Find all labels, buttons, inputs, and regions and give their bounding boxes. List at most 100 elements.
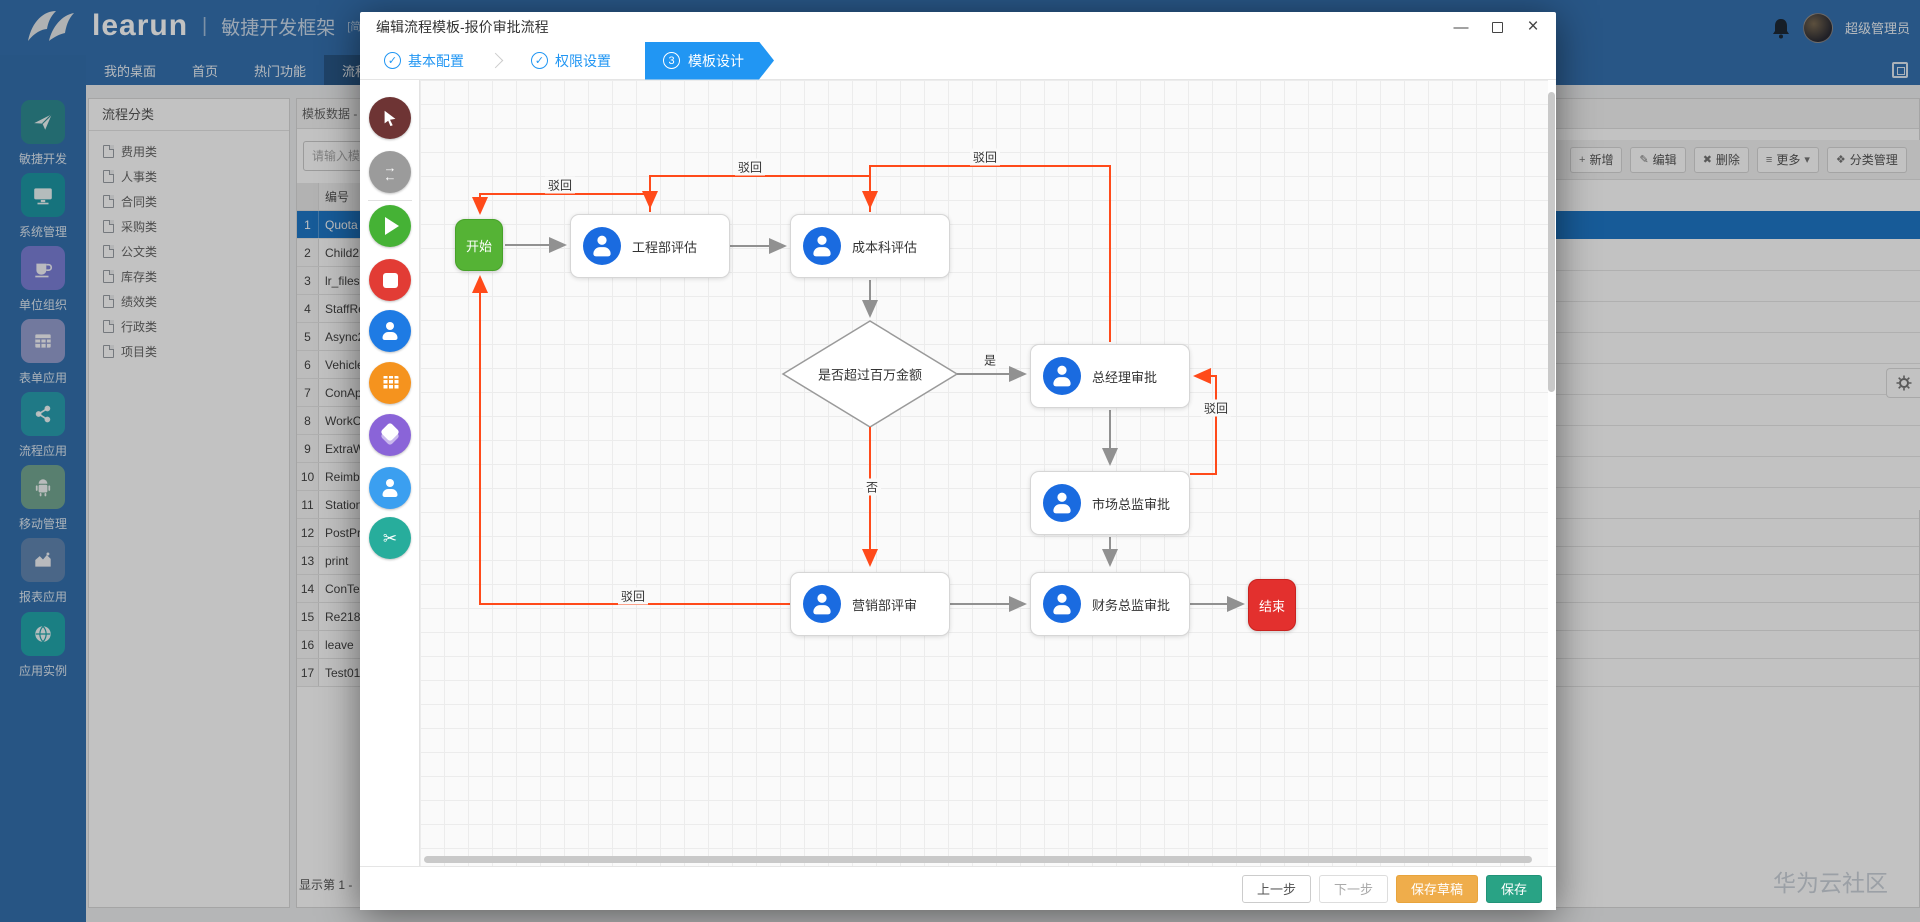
prev-step-button[interactable]: 上一步	[1241, 874, 1311, 903]
document-icon	[103, 220, 114, 233]
designer-tool-strip: →←	[360, 80, 420, 866]
edit-process-template-modal: 编辑流程模板-报价审批流程 — × ✓ 基本配置 ✓ 权限设置 3 模板设计	[360, 12, 1556, 910]
step-basic-config[interactable]: ✓ 基本配置	[384, 51, 464, 71]
category-item-admin[interactable]: 行政类	[89, 314, 289, 339]
pointer-tool[interactable]	[369, 97, 411, 139]
edge-label-reject: 驳回	[1200, 399, 1232, 417]
sidebar-item-mobile-mgmt[interactable]: 移动管理	[0, 465, 86, 532]
document-icon	[103, 170, 114, 183]
learun-logo-icon	[28, 11, 74, 41]
category-item-inventory[interactable]: 库存类	[89, 264, 289, 289]
document-icon	[103, 145, 114, 158]
selected-row-highlight[interactable]	[1556, 211, 1920, 239]
category-item-purchase[interactable]: 采购类	[89, 214, 289, 239]
document-icon	[103, 295, 114, 308]
edit-button[interactable]: ✎编辑	[1630, 146, 1686, 173]
sidebar-item-app-instance[interactable]: 应用实例	[0, 612, 86, 679]
category-manage-button[interactable]: ❖分类管理	[1826, 146, 1907, 173]
category-item-hr[interactable]: 人事类	[89, 164, 289, 189]
gear-icon	[1896, 375, 1911, 391]
category-item-performance[interactable]: 绩效类	[89, 289, 289, 314]
table-action-toolbar: +新增 ✎编辑 ✖删除 ≡更多▾ ❖分类管理	[1556, 140, 1920, 180]
check-circle-icon: ✓	[384, 52, 401, 69]
step-number-icon: 3	[663, 52, 680, 69]
modal-title: 编辑流程模板-报价审批流程	[376, 19, 549, 35]
check-circle-icon: ✓	[531, 52, 548, 69]
delete-button[interactable]: ✖删除	[1693, 146, 1749, 173]
edge-label-reject: 驳回	[544, 176, 576, 194]
more-button[interactable]: ≡更多▾	[1756, 146, 1819, 173]
swap-arrows-icon: →←	[383, 160, 397, 184]
step-template-design[interactable]: 3 模板设计	[645, 42, 774, 80]
paper-plane-icon	[21, 100, 65, 144]
edge-label-reject: 驳回	[734, 158, 766, 176]
layers-node-tool[interactable]	[369, 414, 411, 456]
horizontal-scrollbar[interactable]	[424, 856, 1532, 863]
user-icon	[583, 227, 621, 265]
next-step-button[interactable]: 下一步	[1318, 874, 1388, 903]
edge-label-reject: 驳回	[969, 148, 1001, 166]
flow-node-end[interactable]: 结束	[1248, 579, 1296, 631]
category-item-expense[interactable]: 费用类	[89, 139, 289, 164]
document-icon	[103, 320, 114, 333]
flow-node-engineering-eval[interactable]: 工程部评估	[570, 214, 730, 278]
grid-node-tool[interactable]	[369, 362, 411, 404]
maximize-icon[interactable]	[1484, 15, 1510, 39]
tool-divider	[368, 200, 412, 201]
table-grid-icon	[21, 319, 65, 363]
flow-node-sales-review[interactable]: 营销部评审	[790, 572, 950, 636]
fullscreen-icon[interactable]	[1892, 62, 1908, 78]
sidebar-item-org-unit[interactable]: 单位组织	[0, 246, 86, 313]
user-icon	[1043, 484, 1081, 522]
user-node-tool[interactable]	[369, 467, 411, 509]
sidebar-item-process-app[interactable]: 流程应用	[0, 392, 86, 459]
close-icon[interactable]: ×	[1527, 16, 1539, 37]
start-node-tool[interactable]	[369, 205, 411, 247]
flow-node-finance-director[interactable]: 财务总监审批	[1030, 572, 1190, 636]
split-tool[interactable]: ✂	[369, 517, 411, 559]
document-icon	[103, 345, 114, 358]
flow-node-cost-dept-eval[interactable]: 成本科评估	[790, 214, 950, 278]
logo: learun | 敏捷开发框架 [简	[22, 7, 361, 45]
cursor-arrow-icon	[384, 110, 396, 127]
save-draft-button[interactable]: 保存草稿	[1395, 874, 1478, 903]
user-icon	[1043, 357, 1081, 395]
flow-designer-canvas[interactable]: 开始 工程部评估 成本科评估 是否超过百万金额 总经理审批 市场总监审批	[420, 80, 1548, 866]
modal-title-bar: 编辑流程模板-报价审批流程 — ×	[360, 12, 1556, 42]
process-category-panel: 流程分类 费用类 人事类 合同类 采购类 公文类 库存类 绩效类 行政类 项目类	[88, 98, 290, 908]
vertical-scrollbar[interactable]	[1548, 92, 1555, 392]
tab-home[interactable]: 首页	[192, 63, 219, 79]
tab-my-desktop[interactable]: 我的桌面	[104, 63, 157, 79]
monitor-icon	[21, 173, 65, 217]
sidebar-item-report-app[interactable]: 报表应用	[0, 538, 86, 605]
area-chart-icon	[21, 538, 65, 582]
save-button[interactable]: 保存	[1485, 874, 1542, 903]
notification-bell-icon[interactable]	[1771, 17, 1791, 39]
sidebar-item-agile-dev[interactable]: 敏捷开发	[0, 100, 86, 167]
share-nodes-icon	[21, 392, 65, 436]
flow-node-marketing-director[interactable]: 市场总监审批	[1030, 471, 1190, 535]
end-node-tool[interactable]	[369, 259, 411, 301]
step-permission-settings[interactable]: ✓ 权限设置	[531, 51, 611, 71]
category-item-contract[interactable]: 合同类	[89, 189, 289, 214]
connector-tool[interactable]: →←	[369, 151, 411, 193]
minimize-icon[interactable]: —	[1453, 18, 1469, 36]
stop-icon	[382, 272, 398, 288]
edge-label-yes: 是	[980, 351, 1000, 369]
sidebar: 敏捷开发 系统管理 单位组织 表单应用 流程应用	[0, 55, 86, 922]
flow-node-start[interactable]: 开始	[455, 219, 503, 271]
user-avatar[interactable]	[1802, 12, 1833, 43]
logo-text: learun	[92, 9, 189, 42]
category-item-official-doc[interactable]: 公文类	[89, 239, 289, 264]
add-button[interactable]: +新增	[1570, 146, 1623, 173]
sidebar-item-form-app[interactable]: 表单应用	[0, 319, 86, 386]
flow-node-decision-label[interactable]: 是否超过百万金额	[817, 367, 923, 383]
sidebar-item-system-mgmt[interactable]: 系统管理	[0, 173, 86, 240]
tab-hot-functions[interactable]: 热门功能	[254, 63, 307, 79]
category-item-project[interactable]: 项目类	[89, 339, 289, 364]
flow-node-general-manager[interactable]: 总经理审批	[1030, 344, 1190, 408]
approver-node-tool[interactable]	[369, 310, 411, 352]
settings-gear-tab[interactable]	[1886, 368, 1920, 398]
user-icon	[1043, 585, 1081, 623]
flow-connectors	[472, 165, 1245, 612]
